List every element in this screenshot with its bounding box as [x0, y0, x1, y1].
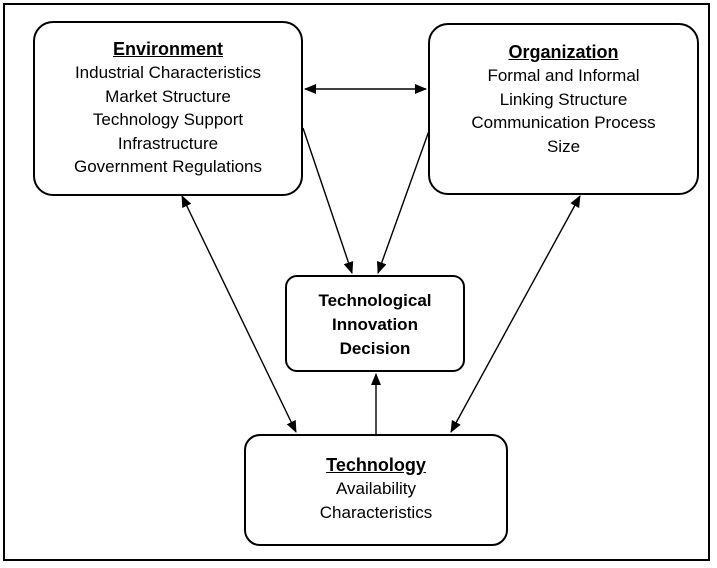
- arrow-environment-decision: [302, 127, 354, 274]
- organization-box: Organization Formal and Informal Linking…: [428, 23, 699, 195]
- technology-item: Availability: [335, 479, 416, 498]
- arrow-environment-technology: [181, 195, 297, 433]
- decision-line: Technological: [318, 291, 432, 310]
- organization-item: Linking Structure: [499, 89, 628, 109]
- technology-box: Technology Availability Characteristics: [244, 434, 508, 546]
- arrow-organization-decision: [377, 127, 431, 274]
- environment-box: Environment Industrial Characteristics M…: [33, 21, 303, 196]
- organization-item: Size: [546, 136, 581, 156]
- environment-item: Government Regulations: [73, 157, 263, 176]
- decision-box: Technological Innovation Decision: [285, 275, 465, 372]
- decision-line: Innovation: [332, 315, 418, 334]
- diagram-frame: [3, 3, 710, 561]
- organization-item: Formal and Informal: [487, 66, 640, 85]
- technology-item: Characteristics: [319, 502, 433, 522]
- arrow-organization-technology: [450, 195, 581, 433]
- technology-title: Technology: [326, 455, 426, 475]
- environment-item: Industrial Characteristics: [74, 63, 262, 82]
- environment-item: Market Structure: [105, 86, 231, 106]
- environment-item: Technology Support: [92, 110, 244, 129]
- environment-item: Infrastructure: [117, 133, 219, 153]
- organization-title: Organization: [508, 42, 619, 62]
- decision-line: Decision: [339, 339, 411, 358]
- environment-title: Environment: [112, 39, 223, 59]
- organization-item: Communication Process: [471, 113, 656, 132]
